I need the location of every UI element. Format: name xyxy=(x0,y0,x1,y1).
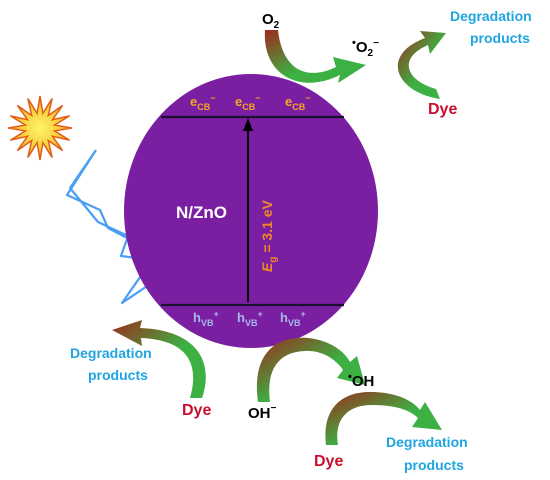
hydroxide-label: OH− xyxy=(248,403,277,422)
electron-label-2: eCB− xyxy=(235,93,261,112)
hole-label-3: hVB+ xyxy=(280,309,306,328)
sun-icon xyxy=(7,95,73,161)
dye-label-left: Dye xyxy=(182,402,211,419)
band-gap-label: Eg = 3.1 eV xyxy=(259,199,279,272)
excitation-arrowhead xyxy=(243,118,253,131)
lightning-bolt-icon xyxy=(65,149,170,305)
n-zno-particle xyxy=(124,74,378,348)
products-label-left-line2: products xyxy=(88,367,148,383)
hydroxyl-radical-label: •OH xyxy=(348,371,374,390)
arrow-dye-to-products-bottom xyxy=(325,392,442,445)
products-label-left-line1: Degradation xyxy=(70,345,152,361)
products-label-top-line2: products xyxy=(470,30,530,46)
arrow-o2-to-superoxide xyxy=(264,30,366,83)
arrow-oh-to-hydroxyl xyxy=(256,337,365,402)
hole-label-1: hVB+ xyxy=(193,309,219,328)
arrow-dye-to-products-left xyxy=(112,320,206,398)
products-label-bottom-line1: Degradation xyxy=(386,434,468,450)
electron-label-3: eCB− xyxy=(285,93,311,112)
o2-label: O2 xyxy=(262,11,280,31)
particle-label: N/ZnO xyxy=(176,203,227,222)
products-label-top-line1: Degradation xyxy=(450,8,532,24)
hole-label-2: hVB+ xyxy=(237,309,263,328)
products-label-bottom-line2: products xyxy=(404,457,464,473)
dye-label-top: Dye xyxy=(428,101,457,118)
arrow-dye-to-products-top xyxy=(397,31,446,99)
superoxide-label: •O2− xyxy=(352,37,379,59)
electron-label-1: eCB− xyxy=(190,93,216,112)
dye-label-bottom: Dye xyxy=(314,453,343,470)
